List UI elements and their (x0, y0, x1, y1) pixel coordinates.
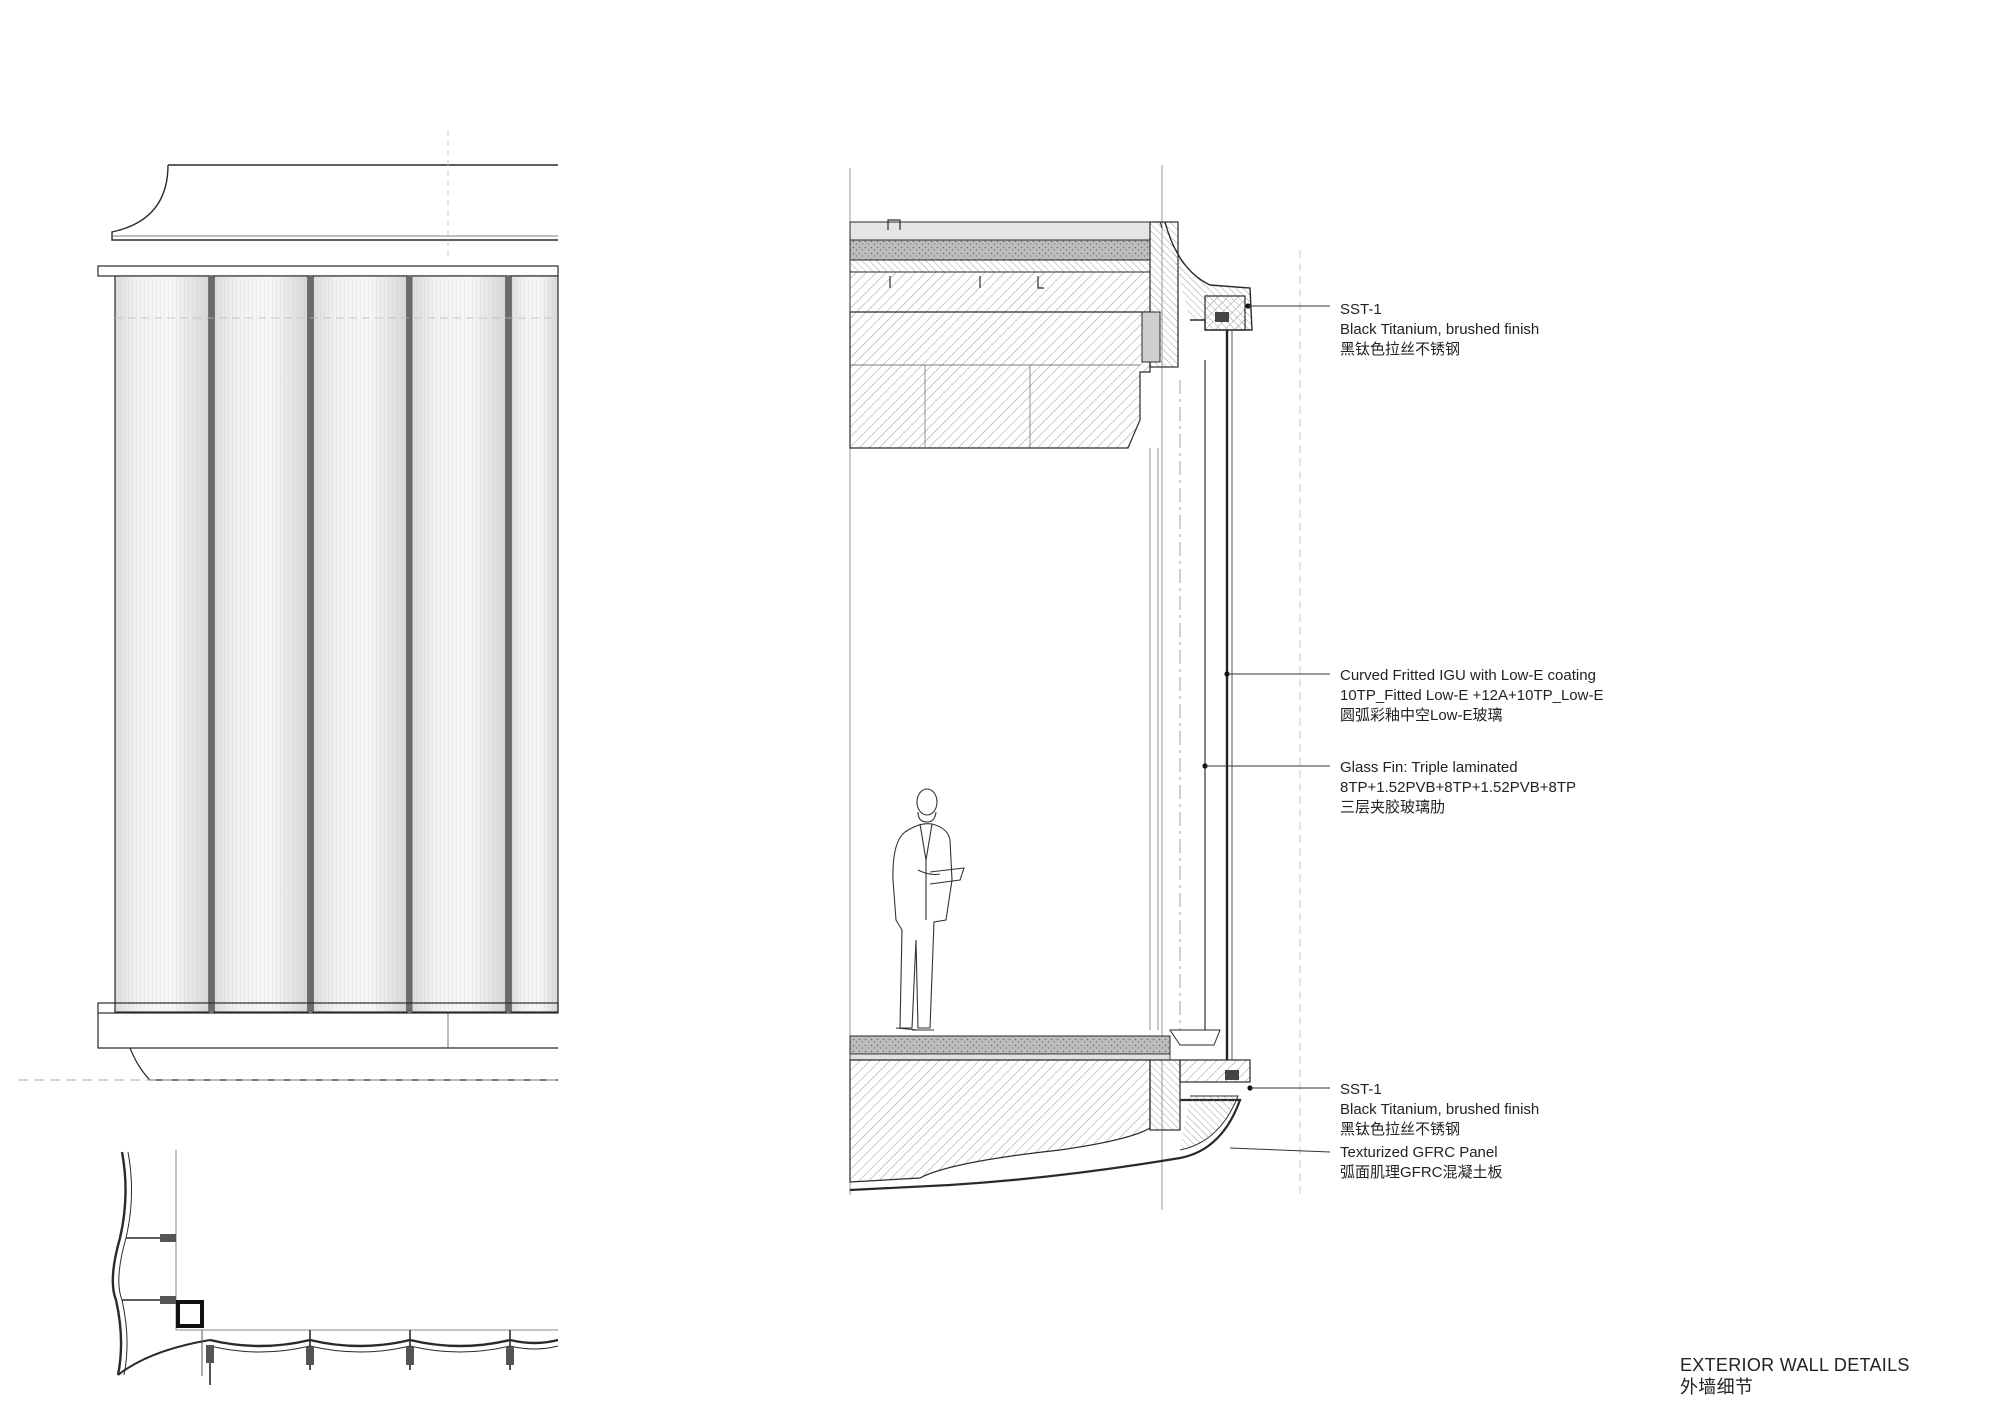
callout-gfrc: Texturized GFRC Panel 弧面肌理GFRC混凝土板 (1340, 1143, 1503, 1183)
floor-slab (849, 1029, 1251, 1192)
person-figure (892, 788, 965, 1031)
callout-desc-zh: 弧面肌理GFRC混凝土板 (1340, 1164, 1503, 1181)
wall-section (849, 165, 1331, 1210)
callout-title: Glass Fin: Triple laminated (1340, 759, 1518, 776)
callout-desc-zh: 黑钛色拉丝不锈钢 (1340, 1121, 1461, 1138)
callout-code: SST-1 (1340, 1081, 1382, 1098)
roof-slab (849, 219, 1179, 449)
callout-desc-zh: 圆弧彩釉中空Low-E玻璃 (1340, 707, 1503, 724)
callout-desc-en: Black Titanium, brushed finish (1340, 1101, 1540, 1118)
gfrc-panel (849, 1098, 1242, 1192)
cornice-curve (111, 164, 558, 241)
callout-sst-bottom: SST-1 Black Titanium, brushed finish 黑钛色… (1340, 1080, 1539, 1140)
cornice-band (97, 265, 559, 277)
sheet-title-en: EXTERIOR WALL DETAILS (1680, 1355, 1910, 1375)
callout-sst-top: SST-1 Black Titanium, brushed finish 黑钛色… (1340, 300, 1539, 360)
plan-view (111, 1150, 559, 1385)
callout-title: Curved Fritted IGU with Low-E coating (1340, 667, 1596, 684)
callout-spec: 8TP+1.52PVB+8TP+1.52PVB+8TP (1340, 779, 1576, 796)
sheet-title-zh: 外墙细节 (1680, 1377, 1754, 1397)
corner-column (176, 1300, 204, 1328)
callout-desc-zh: 黑钛色拉丝不锈钢 (1340, 341, 1461, 358)
callout-title: Texturized GFRC Panel (1340, 1144, 1498, 1161)
fluted-panels (114, 275, 559, 1013)
callout-spec: 10TP_Fitted Low-E +12A+10TP_Low-E (1340, 687, 1604, 704)
base-band (97, 1002, 559, 1014)
elevation-view (18, 130, 559, 1081)
sheet-title: EXTERIOR WALL DETAILS 外墙细节 (1680, 1354, 1910, 1398)
callout-code: SST-1 (1340, 301, 1382, 318)
callout-glass-fin: Glass Fin: Triple laminated 8TP+1.52PVB+… (1340, 758, 1576, 818)
callout-desc-zh: 三层夹胶玻璃肋 (1340, 799, 1446, 816)
callout-desc-en: Black Titanium, brushed finish (1340, 321, 1540, 338)
callout-igu: Curved Fritted IGU with Low-E coating 10… (1340, 666, 1603, 726)
base-plinth (97, 1013, 558, 1081)
